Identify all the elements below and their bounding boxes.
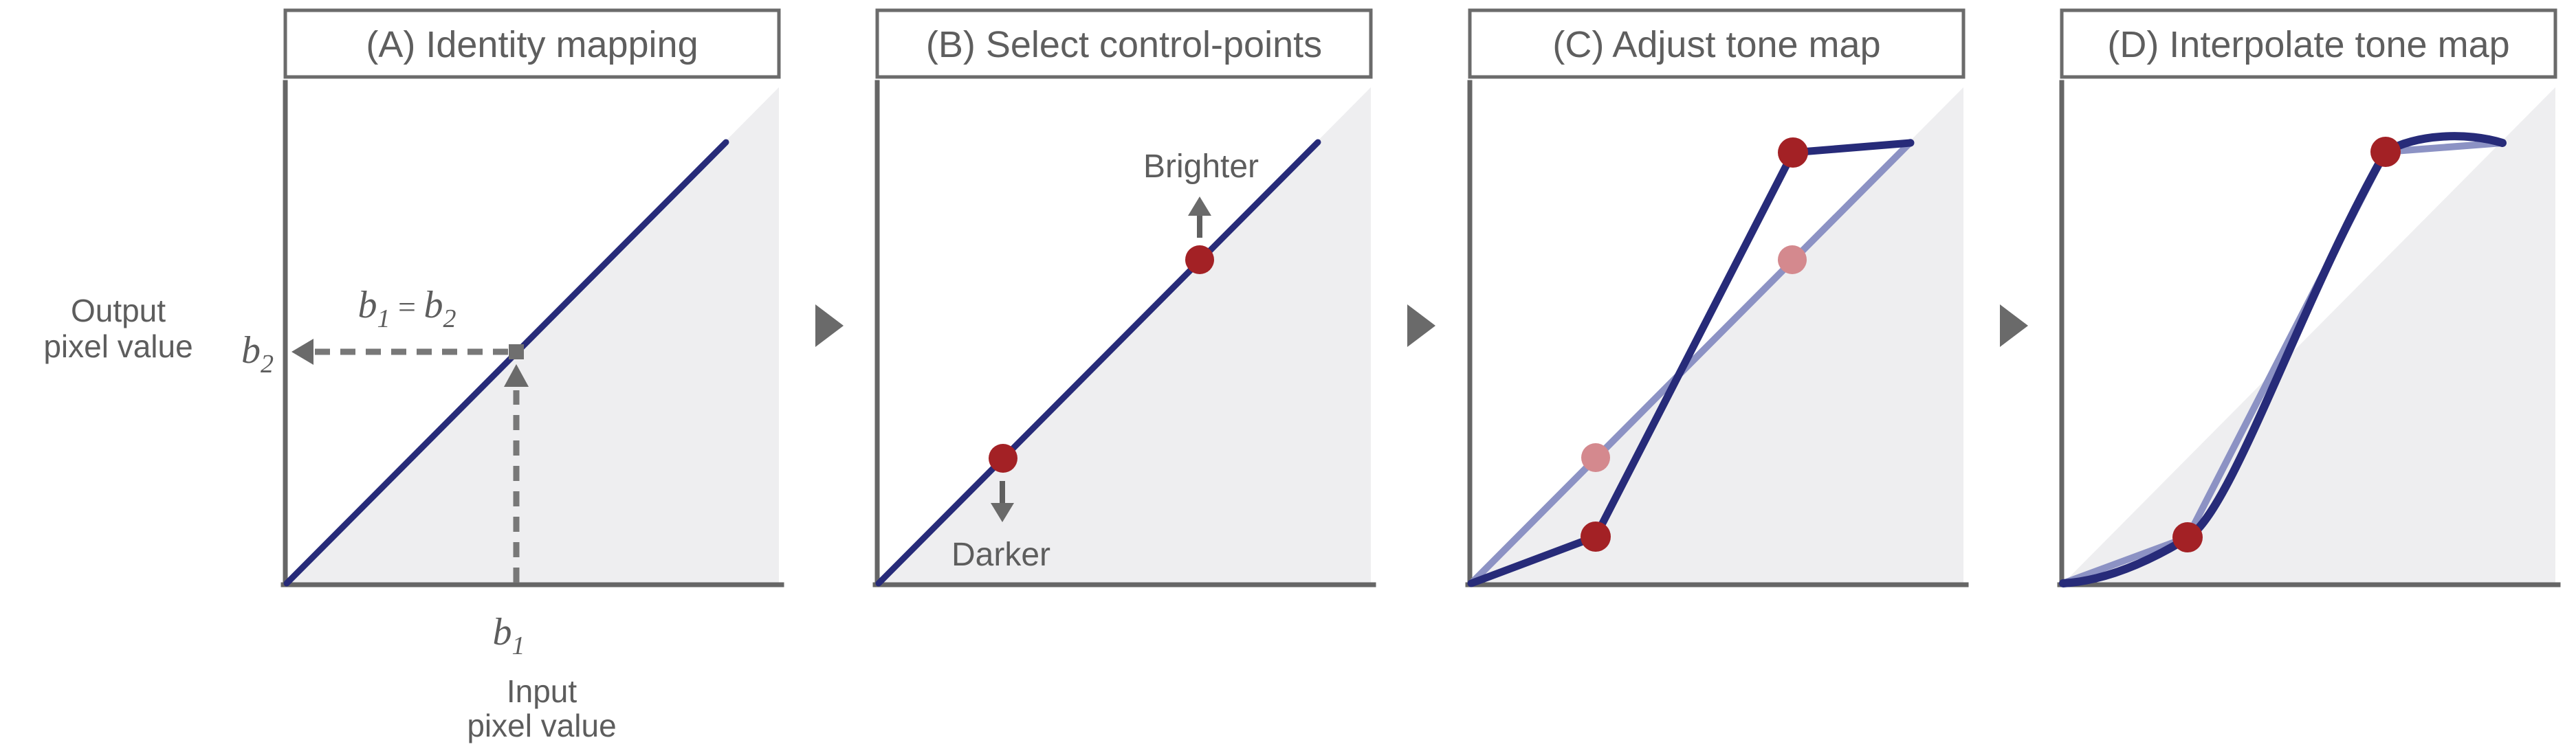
step-arrow-icon xyxy=(2000,304,2028,347)
b1-equals-b2-label: b1 = b2 xyxy=(358,284,456,333)
panel-b-title: (B) Select control-points xyxy=(926,24,1322,65)
control-point-lower-moved[interactable] xyxy=(1581,522,1611,552)
panel-d-title: (D) Interpolate tone map xyxy=(2107,24,2509,65)
x-axis-caption: Input pixel value xyxy=(467,673,616,743)
panel-d-title-box xyxy=(2060,8,2557,79)
left-arrowhead-icon xyxy=(291,339,313,365)
mapping-point-marker xyxy=(509,344,524,359)
panel-a-title-box xyxy=(283,8,781,79)
step-arrow-icon xyxy=(1407,304,1435,347)
down-arrowhead-icon xyxy=(991,503,1014,522)
panel-interpolate-tone-map: (D) Interpolate tone map xyxy=(2057,8,2561,587)
svg-text:pixel value: pixel value xyxy=(43,328,192,364)
svg-text:Input: Input xyxy=(507,673,577,709)
previous-point-lower xyxy=(1581,443,1610,472)
panel-d-shaded-region xyxy=(2063,87,2555,583)
piecewise-tone-map-line xyxy=(2060,139,2506,587)
panel-identity-mapping: (A) Identity mapping b1 = b2 b2 b1 Outpu… xyxy=(43,8,784,743)
panel-c-title: (C) Adjust tone map xyxy=(1552,24,1880,65)
svg-text:pixel value: pixel value xyxy=(467,708,616,743)
control-point-lower[interactable] xyxy=(2172,522,2203,552)
previous-identity-line xyxy=(1468,139,1914,587)
b2-axis-label: b2 xyxy=(241,329,274,379)
up-arrowhead-icon xyxy=(1188,197,1211,216)
brighter-label: Brighter xyxy=(1143,148,1259,185)
identity-line xyxy=(283,139,729,587)
svg-text:Output: Output xyxy=(71,293,166,328)
previous-point-upper xyxy=(1778,245,1807,274)
control-point-lower[interactable] xyxy=(989,444,1017,473)
identity-line xyxy=(875,139,1321,587)
control-point-upper[interactable] xyxy=(2370,137,2401,167)
panel-c-title-box xyxy=(1468,8,1966,79)
up-arrowhead-icon xyxy=(504,364,529,387)
panel-a-title: (A) Identity mapping xyxy=(366,24,698,65)
panel-b-title-box xyxy=(875,8,1373,79)
interpolated-tone-map-curve xyxy=(2059,132,2507,587)
b1-axis-label: b1 xyxy=(493,611,525,660)
adjusted-tone-map-line xyxy=(1467,139,1915,587)
panel-adjust-tone-map: (C) Adjust tone map xyxy=(1465,8,1969,587)
control-point-upper-moved[interactable] xyxy=(1778,137,1808,168)
step-arrow-icon xyxy=(815,304,844,347)
panel-select-control-points: (B) Select control-points Brighter Darke… xyxy=(872,8,1376,587)
control-point-upper[interactable] xyxy=(1185,245,1214,274)
darker-label: Darker xyxy=(951,537,1050,573)
y-axis-caption: Output pixel value xyxy=(43,293,192,364)
